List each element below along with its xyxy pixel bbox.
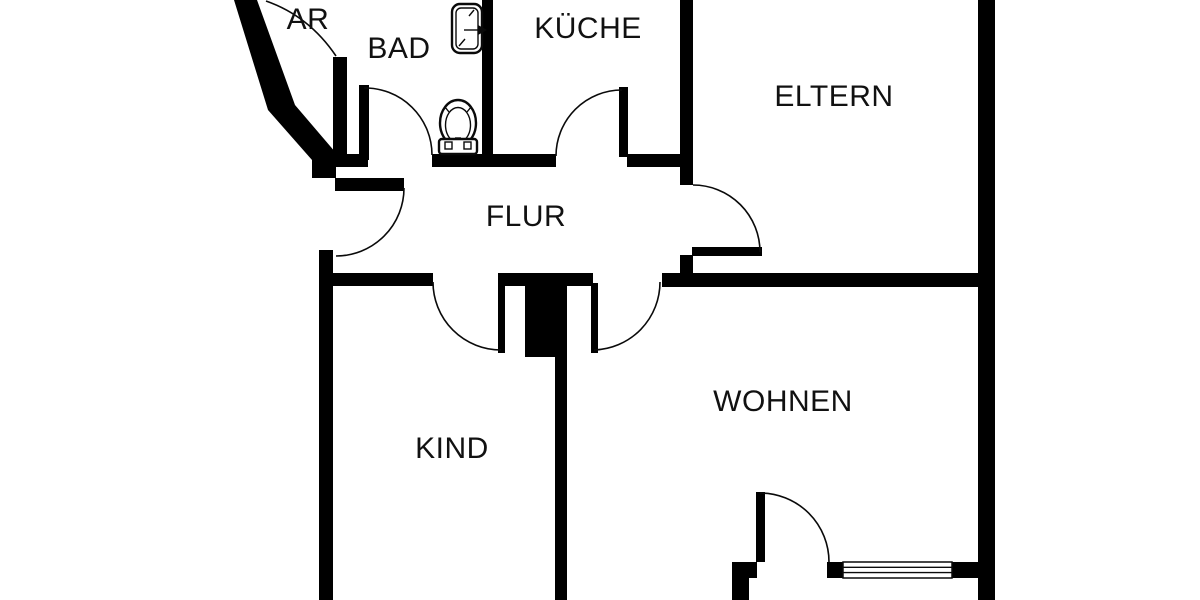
wall-central-pier [525, 273, 567, 357]
label-flur: FLUR [486, 200, 566, 233]
label-bad: BAD [367, 32, 430, 65]
washbasin-tap-arrow [478, 25, 487, 35]
door-leaf-eltern [692, 247, 762, 256]
door-arc-bad [363, 87, 433, 156]
label-kueche: KÜCHE [534, 12, 642, 45]
washbasin-icon [450, 2, 487, 55]
washbasin-mark-top [468, 9, 475, 17]
wall-balcony-side [732, 578, 749, 600]
door-arc-wohnen [593, 281, 661, 351]
window-right-jamb [952, 562, 978, 578]
label-wohnen: WOHNEN [713, 385, 853, 418]
label-ar: AR [287, 3, 330, 36]
wall-eltern-wohnen-divider [662, 273, 978, 287]
door-arc-kueche [555, 89, 623, 157]
wall-ar-bad-divider [333, 57, 347, 166]
room-labels: AR BAD KÜCHE ELTERN FLUR KIND WOHNEN [287, 3, 893, 465]
wall-diagonal-exterior [234, 0, 336, 178]
door-leaf-entrance [335, 178, 404, 191]
door-arc-eltern [692, 184, 761, 253]
walls [234, 0, 995, 600]
door-arcs [265, 0, 830, 563]
door-leaf-kind [498, 283, 505, 353]
toilet-mark-right [466, 106, 472, 113]
toilet-bolt-right [463, 141, 472, 150]
toilet-mark-left [444, 106, 450, 113]
wall-wohnen-bottom-stub [732, 562, 757, 578]
window-left-jamb [827, 562, 843, 578]
washbasin-mark-bottom [458, 38, 466, 47]
door-arc-kind [432, 281, 502, 351]
door-arc-balcony [759, 492, 830, 563]
door-leaf-wohnen [591, 283, 598, 353]
toilet-icon [437, 98, 479, 156]
door-arc-ar [265, 0, 337, 57]
door-arc-entrance [335, 187, 405, 257]
wall-flur-bottom-left [333, 273, 433, 286]
wall-bad-bottom-mid [432, 154, 556, 167]
toilet-cistern [437, 137, 479, 156]
door-leaf-kueche [619, 87, 628, 157]
toilet-bolt-left [444, 141, 453, 150]
window [842, 561, 953, 579]
wall-bad-kueche-divider [482, 0, 493, 167]
wall-kind-wohnen-divider [555, 353, 567, 600]
wall-kueche-bottom-right [627, 154, 693, 167]
door-leaves [335, 85, 765, 562]
wall-right-exterior [978, 0, 995, 600]
door-leaf-bad [359, 85, 369, 160]
label-kind: KIND [415, 432, 489, 465]
wall-left-exterior [319, 250, 333, 600]
door-leaf-balcony [756, 492, 765, 562]
wall-kueche-eltern-divider [680, 0, 693, 185]
label-eltern: ELTERN [774, 80, 893, 113]
window-frame [842, 561, 953, 579]
